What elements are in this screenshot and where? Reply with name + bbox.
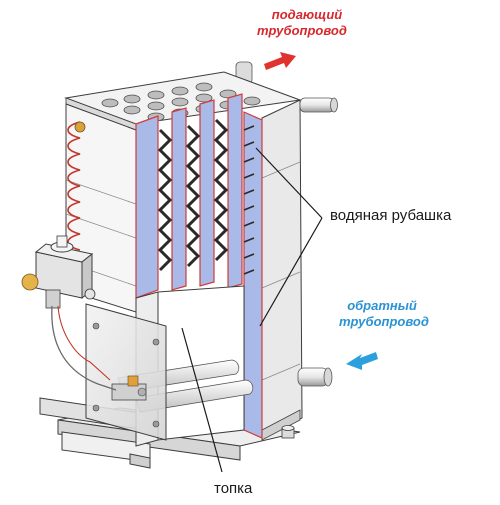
firebox-label: топка (214, 480, 253, 497)
boiler-right-wall (261, 99, 303, 441)
return-pipe (297, 367, 333, 387)
thermocouple-lead (57, 305, 111, 381)
return-pipe-label: обратный трубопровод (339, 298, 429, 329)
supply-label-line1: подающий (271, 7, 343, 22)
supply-pipe-label: подающий трубопровод (257, 7, 347, 37)
return-label-line2: трубопровод (339, 314, 429, 329)
supply-arrow (264, 52, 296, 70)
supply-label-line2: трубопровод (257, 23, 347, 38)
pilot-assembly (111, 375, 147, 401)
water-jacket-leaders (255, 147, 323, 327)
pilot-tube (51, 305, 117, 391)
gas-valve (21, 235, 96, 309)
front-plate (85, 303, 167, 441)
return-label-line1: обратный (347, 298, 417, 313)
firebox-leader (181, 327, 223, 473)
coil-fitting (74, 121, 86, 133)
water-jacket-label: водяная рубашка (330, 207, 452, 224)
water-jacket (135, 93, 263, 439)
return-arrow (346, 352, 378, 370)
thermocouple-coil (67, 121, 81, 251)
gas-inlet (21, 273, 39, 291)
boiler-top-plate (64, 71, 301, 131)
bottom-right-bolt (281, 425, 295, 439)
